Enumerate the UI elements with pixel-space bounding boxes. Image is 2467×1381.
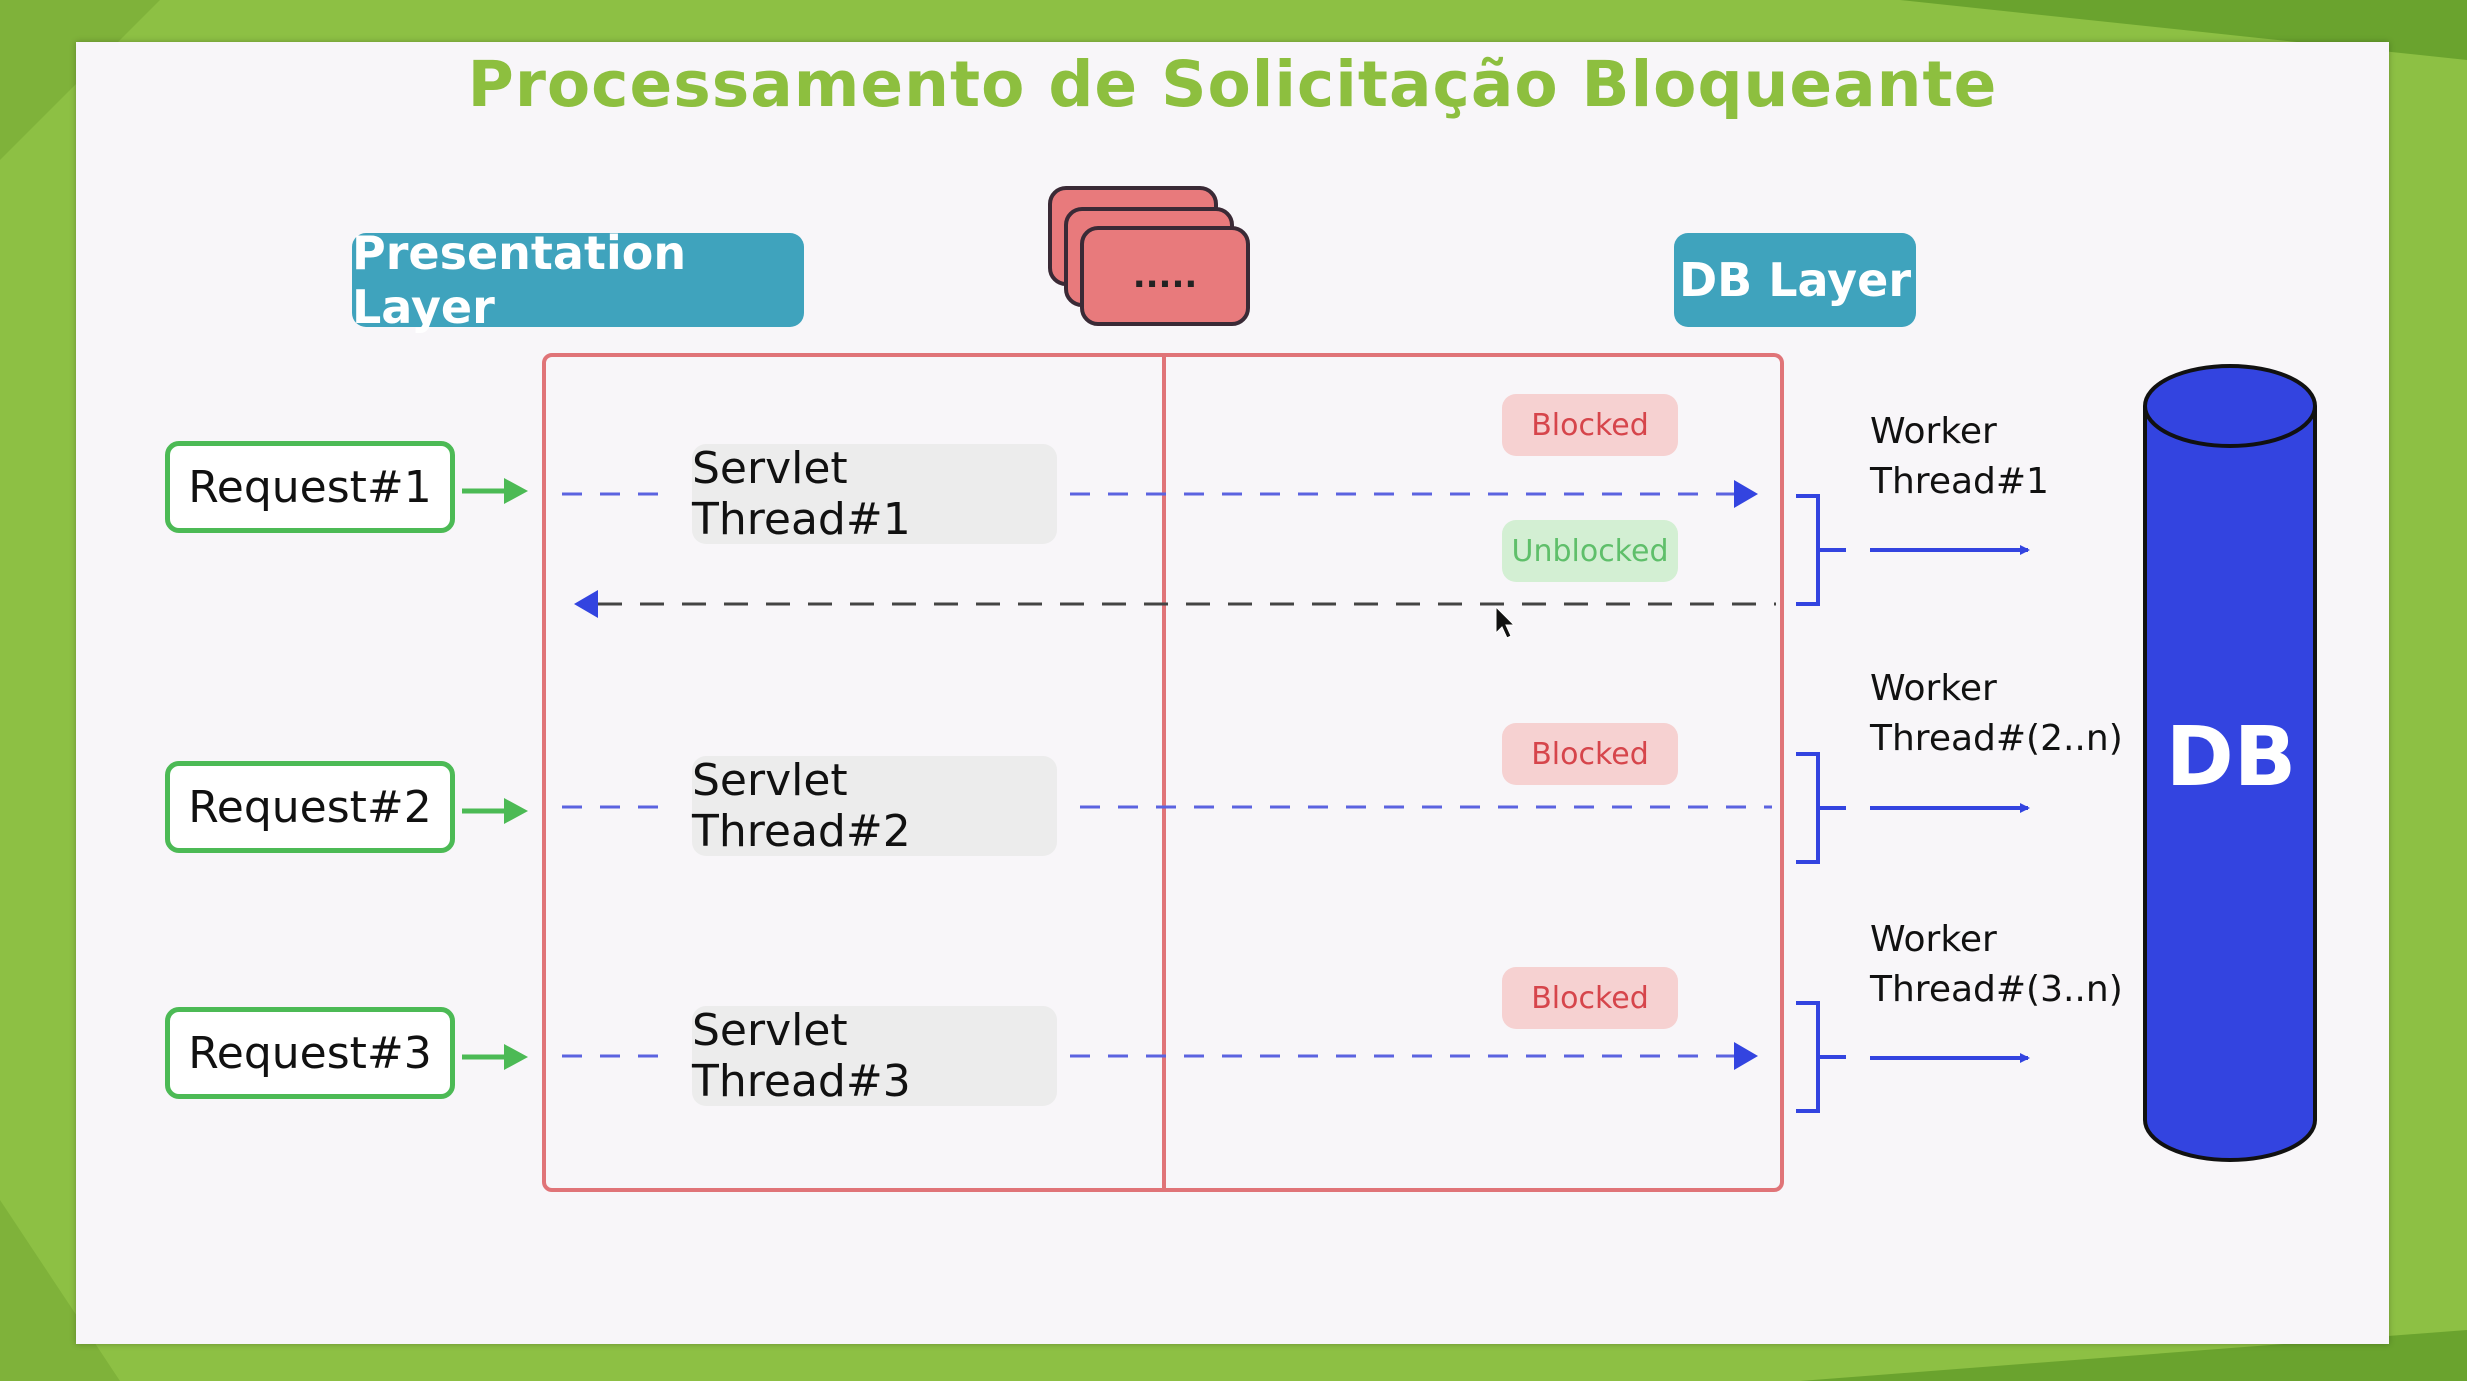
- worker-3-line2: Thread#(3..n): [1870, 969, 2123, 1010]
- db-cylinder: [2143, 364, 2317, 1162]
- return-arrowhead: [574, 590, 598, 618]
- request-3-box: Request#3: [165, 1007, 455, 1099]
- servlet-thread-2: Servlet Thread#2: [692, 755, 1057, 857]
- worker-thread-1-label: Worker Thread#1: [1870, 407, 2049, 507]
- db-layer-tag: DB Layer: [1674, 233, 1916, 327]
- stack-card-front: .....: [1080, 226, 1250, 326]
- servlet-thread-3: Servlet Thread#3: [692, 1005, 1057, 1107]
- servlet-dashed-flows: [562, 492, 1772, 1058]
- worker-thread-3-label: Worker Thread#(3..n): [1870, 915, 2123, 1015]
- request-1-box: Request#1: [165, 441, 455, 533]
- request-2-box: Request#2: [165, 761, 455, 853]
- worker-2-line1: Worker: [1870, 668, 1997, 709]
- flow-arrowhead-1: [1734, 480, 1758, 508]
- db-label: DB: [2165, 710, 2297, 805]
- worker-1-line2: Thread#1: [1870, 461, 2049, 502]
- blocked-badge-2: Blocked: [1502, 723, 1678, 785]
- presentation-layer-tag: Presentation Layer: [352, 226, 804, 334]
- request-arrows: [462, 478, 528, 1070]
- unblocked-badge: Unblocked: [1502, 520, 1678, 582]
- blocked-badge-3: Blocked: [1502, 967, 1678, 1029]
- servlet-thread-1: Servlet Thread#1: [692, 443, 1057, 545]
- worker-brackets: [1796, 494, 1846, 1113]
- diagram-title: Processamento de Solicitação Bloqueante: [467, 48, 1998, 121]
- worker-1-line1: Worker: [1870, 411, 1997, 452]
- mouse-cursor-icon: [1495, 605, 1516, 639]
- worker-arrows: [1870, 545, 2030, 1063]
- worker-thread-2-label: Worker Thread#(2..n): [1870, 664, 2123, 764]
- flow-arrowhead-3: [1734, 1042, 1758, 1070]
- blocked-badge-1: Blocked: [1502, 394, 1678, 456]
- worker-2-line2: Thread#(2..n): [1870, 718, 2123, 759]
- worker-3-line1: Worker: [1870, 919, 1997, 960]
